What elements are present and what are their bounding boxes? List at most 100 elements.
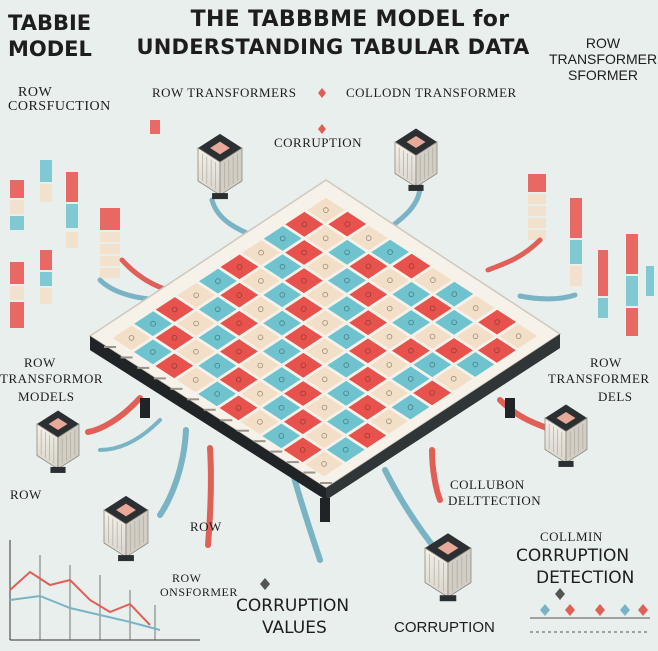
grid-cell — [240, 409, 279, 435]
grid-cell — [392, 253, 431, 279]
cell-glyph-icon — [342, 446, 349, 453]
label-row-transformor-models-2: TRANSFORMOR — [0, 371, 104, 386]
cell-glyph-icon — [321, 376, 328, 383]
line-chart-icon — [9, 540, 200, 641]
cell-glyph-icon — [193, 348, 199, 355]
cell-glyph-icon — [450, 375, 457, 382]
grid-cell — [327, 352, 366, 378]
transformer-cube-icon — [36, 410, 80, 473]
grid-cell — [263, 226, 302, 251]
cell-glyph-icon — [278, 433, 285, 439]
table-grid — [104, 197, 538, 484]
grid-cell — [220, 254, 259, 280]
label-row-corsfuction-1: ROW — [18, 85, 53, 100]
cell-glyph-icon — [408, 291, 415, 298]
grid-cell — [349, 282, 388, 307]
cell-glyph-icon — [322, 320, 328, 326]
grid-cell — [327, 324, 366, 350]
grid-cell — [305, 451, 344, 477]
grid-cell — [284, 296, 323, 322]
cell-glyph-icon — [214, 334, 221, 341]
transformer-modules — [36, 128, 588, 602]
cell-glyph-icon — [301, 221, 308, 228]
grid-cell — [434, 366, 473, 392]
grid-cell — [328, 239, 367, 265]
label-row-left: ROW — [10, 487, 42, 502]
cell-glyph-icon — [364, 404, 371, 411]
cell-glyph-icon — [257, 390, 263, 397]
cell-glyph-icon — [322, 235, 329, 242]
grid-cell — [284, 352, 323, 378]
label-row-transformer-tr-3: SFORMER — [568, 67, 638, 83]
grid-cell — [328, 211, 367, 237]
grid-cell — [262, 395, 301, 421]
grid-cell — [349, 225, 388, 251]
cell-glyph-icon — [344, 277, 350, 284]
cell-glyph-icon — [407, 404, 414, 410]
label-corruption-bottom: CORRUPTION — [394, 619, 495, 636]
cell-glyph-icon — [364, 376, 371, 382]
cell-glyph-icon — [494, 347, 500, 354]
corruption-markers — [530, 604, 650, 633]
board-edge-tick — [137, 366, 150, 369]
cell-glyph-icon — [279, 235, 286, 242]
grid-cell — [456, 352, 495, 377]
label-row-transformor-models-3: MODELS — [18, 389, 75, 404]
grid-cell — [155, 297, 194, 322]
grid-cell — [198, 268, 237, 294]
cell-glyph-icon — [300, 418, 306, 425]
cell-glyph-icon — [365, 348, 371, 354]
board-edge-tick — [320, 482, 332, 484]
grid-cell — [348, 366, 387, 392]
label-row-transformers: ROW TRANSFORMERS — [152, 85, 297, 100]
board-edge-tick — [120, 356, 133, 359]
grid-cell — [242, 240, 281, 266]
grid-cell — [219, 395, 258, 421]
label-row-corsfuction-2: CORSFUCTION — [8, 99, 111, 114]
cell-glyph-icon — [408, 347, 414, 354]
cell-glyph-icon — [321, 432, 328, 439]
grid-cell — [306, 197, 345, 223]
cell-glyph-icon — [215, 278, 221, 284]
cell-glyph-icon — [429, 390, 435, 396]
cell-glyph-icon — [323, 207, 329, 213]
grid-cell — [434, 338, 473, 363]
grid-cell — [263, 310, 302, 336]
cell-glyph-icon — [515, 333, 522, 339]
grid-cell — [413, 295, 452, 321]
cell-glyph-icon — [278, 404, 285, 411]
grid-cell — [413, 324, 452, 349]
grid-cell — [477, 337, 516, 363]
grid-cell — [177, 311, 216, 336]
grid-cell — [262, 338, 301, 364]
grid-cell — [391, 394, 430, 420]
cell-glyph-icon — [321, 404, 328, 411]
cell-glyph-icon — [407, 376, 414, 382]
cell-glyph-icon — [386, 418, 392, 425]
grid-cell — [349, 253, 388, 279]
grid-cell — [413, 352, 452, 378]
cell-glyph-icon — [386, 333, 393, 340]
cell-glyph-icon — [408, 319, 414, 326]
cell-glyph-icon — [365, 319, 371, 326]
cell-glyph-icon — [386, 390, 392, 396]
cell-glyph-icon — [343, 362, 350, 368]
grid-cell — [306, 254, 345, 279]
cell-glyph-icon — [322, 263, 329, 270]
right-data-bars — [528, 174, 654, 336]
grid-cell — [305, 338, 344, 364]
grid-cell — [435, 281, 474, 307]
grid-cell — [327, 268, 366, 293]
grid-cell — [283, 409, 322, 435]
label-row-transformer-dels-1: ROW — [590, 355, 622, 370]
cell-glyph-icon — [258, 278, 264, 284]
cell-glyph-icon — [300, 362, 307, 369]
label-corruption-values-1: CORRUPTION — [236, 596, 350, 616]
grid-cell — [305, 395, 344, 420]
grid-cell — [391, 366, 430, 392]
cell-glyph-icon — [430, 277, 436, 283]
grid-cell — [241, 296, 280, 322]
transformer-cube-icon — [394, 128, 438, 191]
grid-cell — [198, 325, 237, 350]
